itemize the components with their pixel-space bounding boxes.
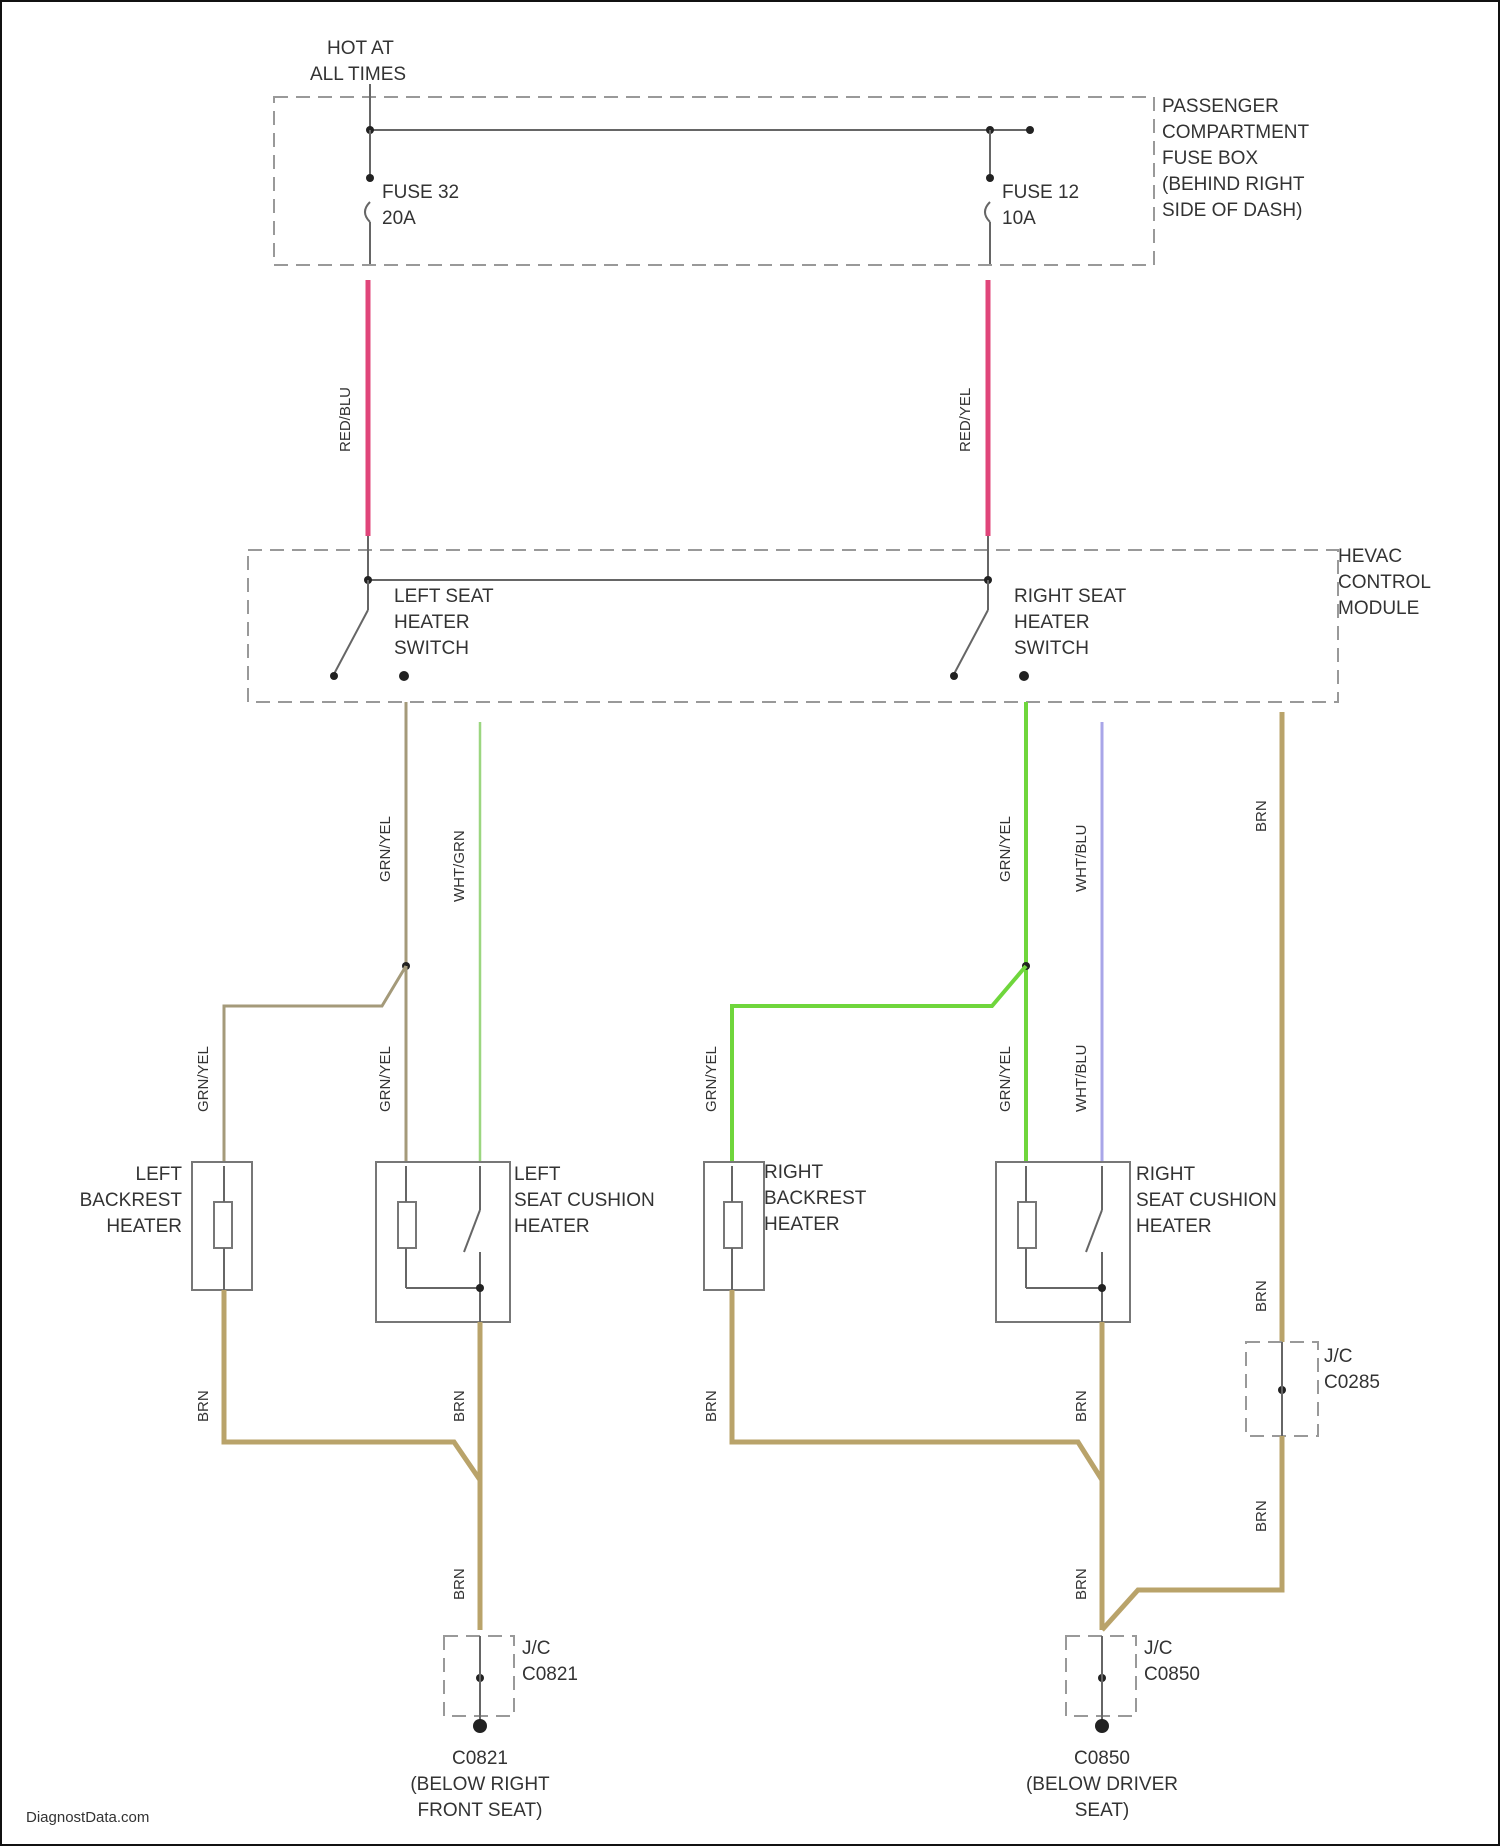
ground-right-icon [1095,1719,1109,1733]
svg-text:BRN: BRN [1253,1280,1270,1312]
svg-text:BRN: BRN [451,1568,468,1600]
svg-text:J/C: J/C [1144,1638,1173,1659]
jc-c0285: J/C C0285 [1246,1342,1380,1436]
fuse-32: FUSE 32 20A [365,130,459,264]
svg-text:BRN: BRN [1073,1390,1090,1422]
svg-text:MODULE: MODULE [1338,598,1419,619]
svg-text:SEAT): SEAT) [1075,1800,1130,1821]
svg-text:C0285: C0285 [1324,1372,1380,1393]
svg-text:20A: 20A [382,208,416,229]
svg-text:RIGHT SEAT: RIGHT SEAT [1014,586,1127,607]
wire-left-backrest-ground [224,1290,480,1480]
svg-text:COMPARTMENT: COMPARTMENT [1162,122,1309,143]
svg-text:10A: 10A [1002,208,1036,229]
svg-text:FUSE 12: FUSE 12 [1002,182,1079,203]
hot-label-line1: HOT AT [327,38,394,59]
svg-text:GRN/YEL: GRN/YEL [997,1046,1014,1112]
svg-text:BRN: BRN [1073,1568,1090,1600]
svg-text:LEFT SEAT: LEFT SEAT [394,586,494,607]
svg-text:SWITCH: SWITCH [1014,638,1089,659]
svg-text:BACKREST: BACKREST [764,1188,867,1209]
svg-text:SEAT CUSHION: SEAT CUSHION [514,1190,655,1211]
svg-text:C0850: C0850 [1074,1748,1130,1769]
right-seat-cushion-heater: RIGHT SEAT CUSHION HEATER [996,1162,1277,1322]
svg-text:HEATER: HEATER [764,1214,840,1235]
ground-left-label: C0821 (BELOW RIGHT FRONT SEAT) [410,1748,550,1821]
svg-text:LEFT: LEFT [136,1164,183,1185]
svg-text:HEATER: HEATER [106,1216,182,1237]
svg-text:RIGHT: RIGHT [1136,1164,1196,1185]
svg-text:HEATER: HEATER [514,1216,590,1237]
wire-right-backrest-ground [732,1290,1102,1480]
wire-label-right-b: WHT/BLU [1073,825,1090,893]
left-seat-heater-switch: LEFT SEAT HEATER SWITCH [330,576,494,681]
fuse-12: FUSE 12 10A [985,130,1079,264]
svg-text:FRONT SEAT): FRONT SEAT) [418,1800,543,1821]
svg-text:GRN/YEL: GRN/YEL [377,1046,394,1112]
svg-text:BRN: BRN [1253,800,1270,832]
svg-text:(BEHIND RIGHT: (BEHIND RIGHT [1162,174,1305,195]
fuse-box-outline [274,97,1154,265]
svg-text:C0850: C0850 [1144,1664,1200,1685]
svg-text:GRN/YEL: GRN/YEL [703,1046,720,1112]
wire-label-right-a: GRN/YEL [997,816,1014,882]
svg-text:SWITCH: SWITCH [394,638,469,659]
svg-text:FUSE 32: FUSE 32 [382,182,459,203]
hot-label-line2: ALL TIMES [310,64,406,85]
svg-text:HEVAC: HEVAC [1338,546,1402,567]
ground-left-icon [473,1719,487,1733]
left-seat-cushion-heater: LEFT SEAT CUSHION HEATER [376,1162,655,1322]
ground-right-label: C0850 (BELOW DRIVER SEAT) [1026,1748,1178,1821]
svg-text:PASSENGER: PASSENGER [1162,96,1279,117]
svg-text:(BELOW RIGHT: (BELOW RIGHT [410,1774,550,1795]
svg-text:BRN: BRN [703,1390,720,1422]
wire-label-red-left: RED/BLU [337,387,354,452]
left-backrest-heater: LEFT BACKREST HEATER [80,1162,252,1290]
svg-text:CONTROL: CONTROL [1338,572,1431,593]
svg-text:(BELOW DRIVER: (BELOW DRIVER [1026,1774,1178,1795]
svg-text:HEATER: HEATER [394,612,470,633]
fuse-box-label: PASSENGER COMPARTMENT FUSE BOX (BEHIND R… [1162,96,1309,221]
svg-text:RIGHT: RIGHT [764,1162,824,1183]
svg-text:J/C: J/C [522,1638,551,1659]
svg-text:LEFT: LEFT [514,1164,561,1185]
svg-text:HEATER: HEATER [1014,612,1090,633]
wire-hevac-ground-return [1102,1436,1282,1630]
right-backrest-heater: RIGHT BACKREST HEATER [704,1162,867,1290]
svg-text:SEAT CUSHION: SEAT CUSHION [1136,1190,1277,1211]
watermark: DiagnostData.com [26,1809,149,1826]
hevac-module-label: HEVAC CONTROL MODULE [1338,546,1431,619]
svg-text:BRN: BRN [1253,1500,1270,1532]
svg-text:J/C: J/C [1324,1346,1353,1367]
wire-right-backrest-branch [732,966,1026,1162]
svg-text:SIDE OF DASH): SIDE OF DASH) [1162,200,1302,221]
svg-text:BRN: BRN [451,1390,468,1422]
svg-text:C0821: C0821 [522,1664,578,1685]
svg-text:BRN: BRN [195,1390,212,1422]
right-seat-heater-switch: RIGHT SEAT HEATER SWITCH [950,576,1127,681]
jc-left: J/C C0821 [444,1636,578,1716]
svg-text:HEATER: HEATER [1136,1216,1212,1237]
svg-text:WHT/BLU: WHT/BLU [1073,1045,1090,1113]
wire-label-left-b: WHT/GRN [451,830,468,902]
wire-label-red-right: RED/YEL [957,388,974,452]
svg-text:GRN/YEL: GRN/YEL [195,1046,212,1112]
svg-text:BACKREST: BACKREST [80,1190,183,1211]
wire-label-left-a: GRN/YEL [377,816,394,882]
svg-text:C0821: C0821 [452,1748,508,1769]
svg-text:FUSE BOX: FUSE BOX [1162,148,1258,169]
jc-right: J/C C0850 [1066,1636,1200,1716]
